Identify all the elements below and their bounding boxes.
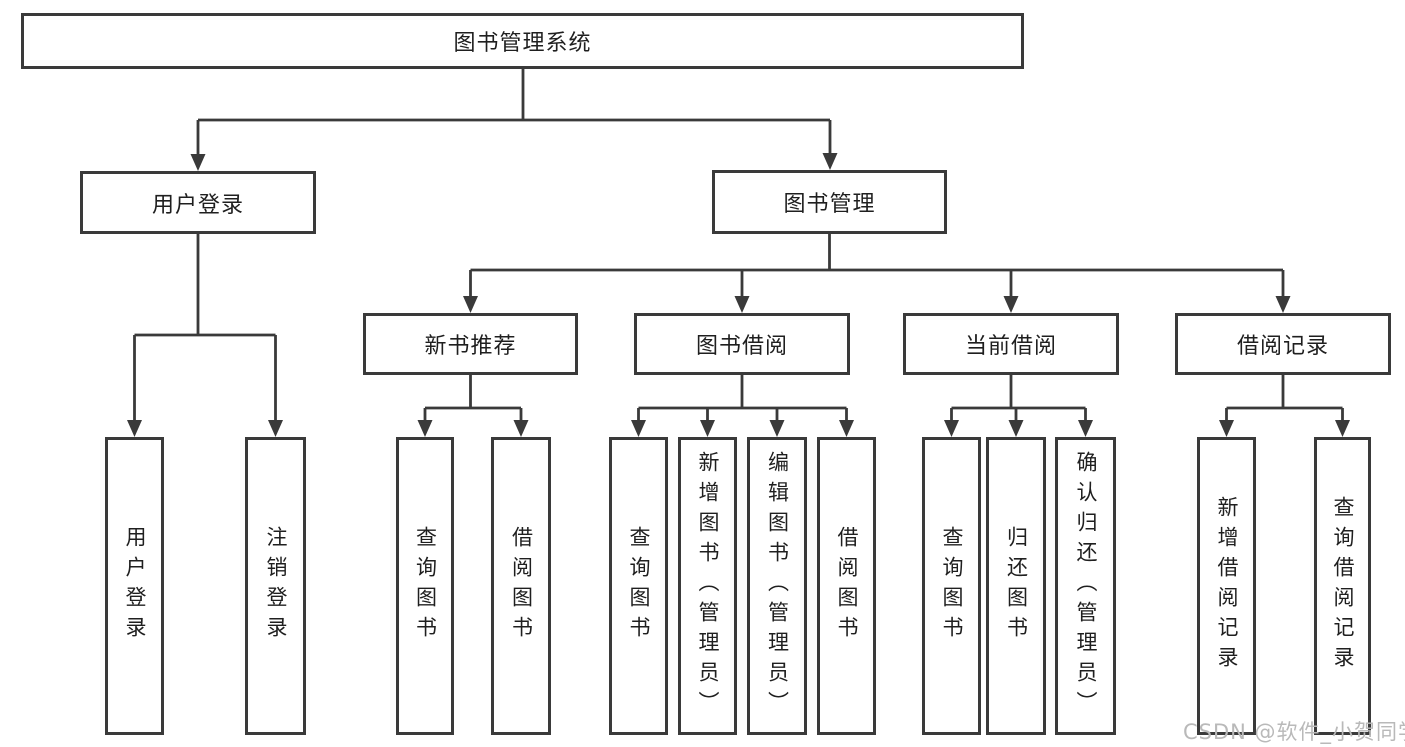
connector-shafts	[133, 69, 1344, 421]
leaf-label: 查询图书	[940, 526, 964, 646]
leaf-query-books-borrowing: 查询图书	[609, 437, 668, 735]
leaf-label: 确认归还（管理员）	[1074, 451, 1098, 721]
node-book-borrowing: 图书借阅	[634, 313, 850, 375]
leaf-user-login: 用户登录	[105, 437, 164, 735]
leaf-query-books-recommend: 查询图书	[396, 437, 454, 735]
leaf-logout: 注销登录	[245, 437, 306, 735]
leaf-label: 查询图书	[413, 526, 438, 646]
csdn-watermark: CSDN @软件_小贺同学	[1183, 720, 1405, 744]
leaf-label: 用户登录	[123, 526, 147, 646]
leaf-label: 新增借阅记录	[1215, 496, 1239, 676]
leaf-return-books: 归还图书	[986, 437, 1046, 735]
leaf-query-borrow-record: 查询借阅记录	[1314, 437, 1371, 735]
leaf-confirm-return-admin: 确认归还（管理员）	[1055, 437, 1116, 735]
node-user-login: 用户登录	[80, 171, 316, 234]
leaf-add-borrow-record: 新增借阅记录	[1197, 437, 1256, 735]
node-library-management-system: 图书管理系统	[21, 13, 1024, 69]
leaf-label: 新增图书（管理员）	[696, 451, 720, 721]
node-new-book-recommendation: 新书推荐	[363, 313, 578, 375]
node-book-management: 图书管理	[712, 170, 947, 234]
leaf-label: 查询图书	[627, 526, 651, 646]
leaf-query-books-current: 查询图书	[922, 437, 981, 735]
leaf-label: 查询借阅记录	[1331, 496, 1355, 676]
leaf-add-books-admin: 新增图书（管理员）	[678, 437, 737, 735]
node-borrowing-records: 借阅记录	[1175, 313, 1391, 375]
leaf-label: 借阅图书	[835, 526, 859, 646]
leaf-label: 注销登录	[264, 526, 288, 646]
leaf-borrow-books-recommend: 借阅图书	[491, 437, 551, 735]
leaf-label: 编辑图书（管理员）	[765, 451, 790, 721]
leaf-edit-books-admin: 编辑图书（管理员）	[747, 437, 807, 735]
leaf-label: 借阅图书	[509, 526, 534, 646]
leaf-borrow-books: 借阅图书	[817, 437, 876, 735]
leaf-label: 归还图书	[1004, 526, 1029, 646]
node-current-borrowing: 当前借阅	[903, 313, 1119, 375]
